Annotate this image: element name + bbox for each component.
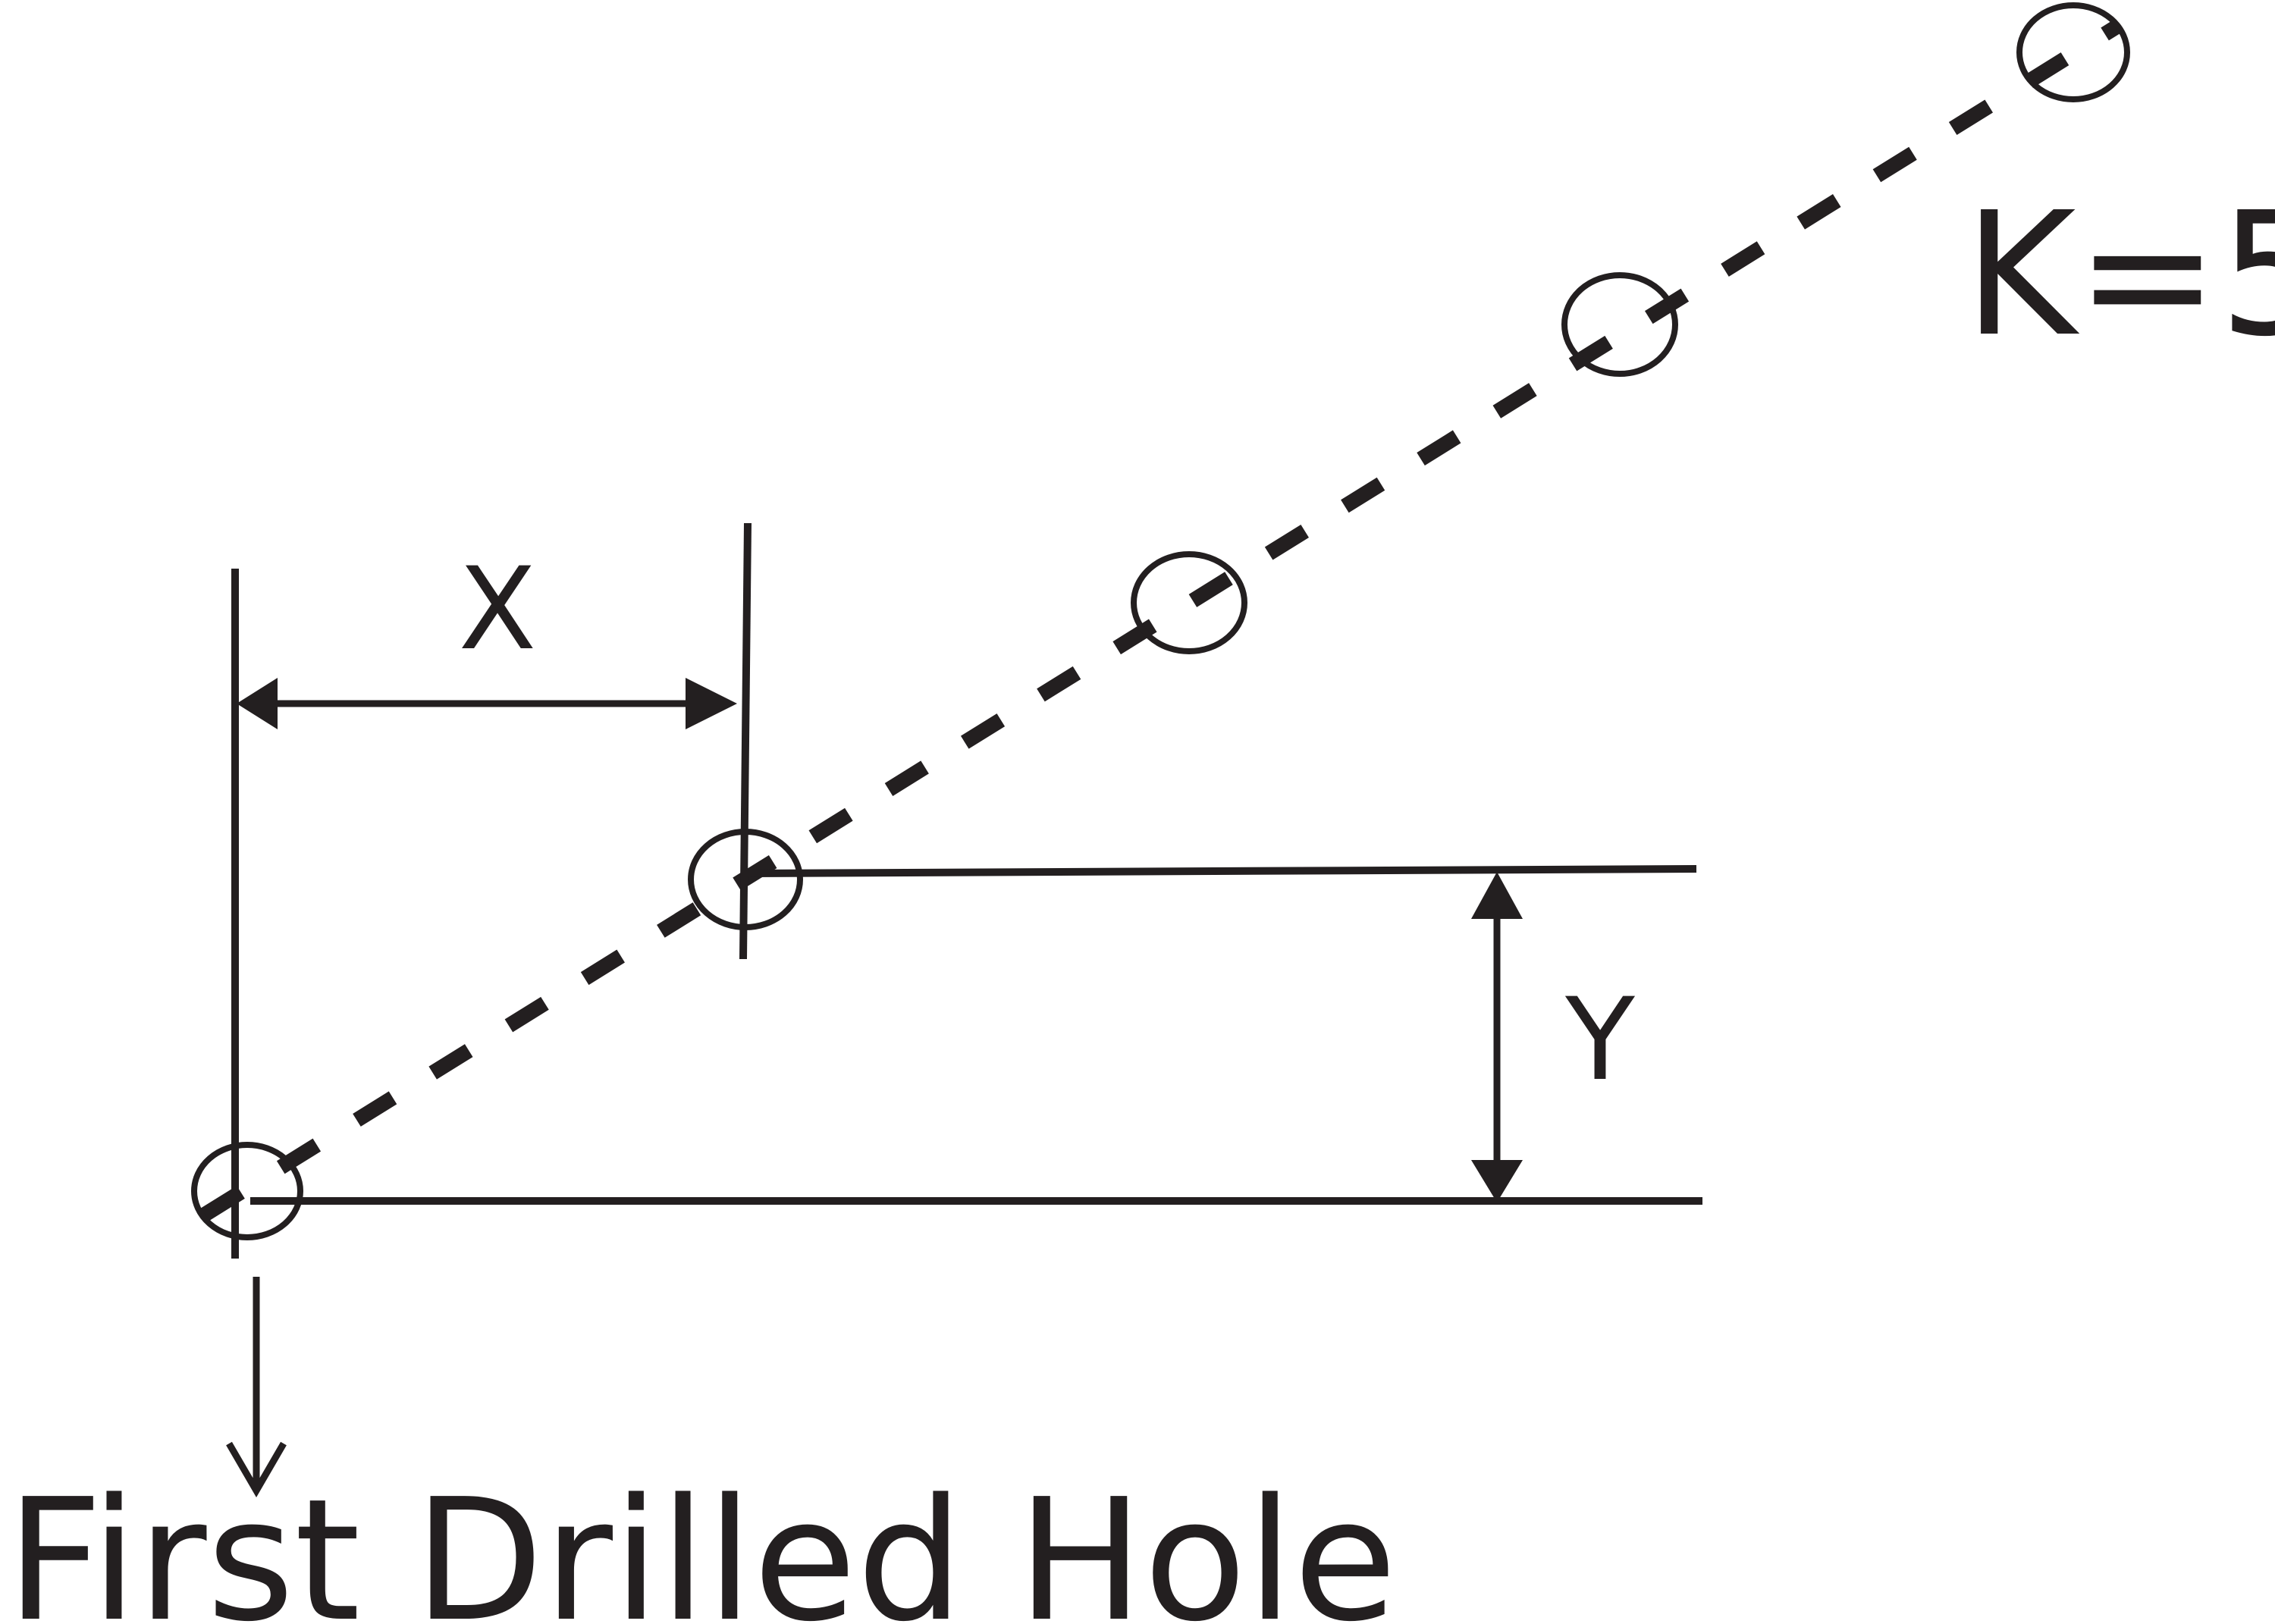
y-dimension-label: Y: [1564, 974, 1635, 1106]
y-dimension: [1471, 872, 1523, 1202]
hole-count-label: K=5: [1964, 176, 2275, 375]
x-dimension-arrow-right: [686, 678, 737, 729]
horizontal-reference-line-2: [746, 865, 1697, 877]
first-hole-leader-arrowhead: [226, 1441, 287, 1497]
x-dimension: [237, 678, 737, 729]
first-drilled-hole-label: First Drilled Hole: [6, 1463, 1397, 1624]
x-dimension-label: X: [459, 544, 537, 676]
hole-5: [2016, 2, 2130, 102]
y-dimension-arrow-up: [1471, 872, 1523, 919]
first-hole-leader: [226, 1277, 287, 1497]
vertical-reference-line-2: [739, 522, 752, 960]
hole-3: [1131, 551, 1247, 654]
y-dimension-arrow-down: [1471, 1160, 1523, 1202]
hole-4: [1561, 272, 1678, 377]
x-dimension-arrow-left: [237, 678, 278, 729]
hole-1: [191, 1142, 303, 1240]
hole-path-dashed-line: [200, 20, 2120, 1221]
